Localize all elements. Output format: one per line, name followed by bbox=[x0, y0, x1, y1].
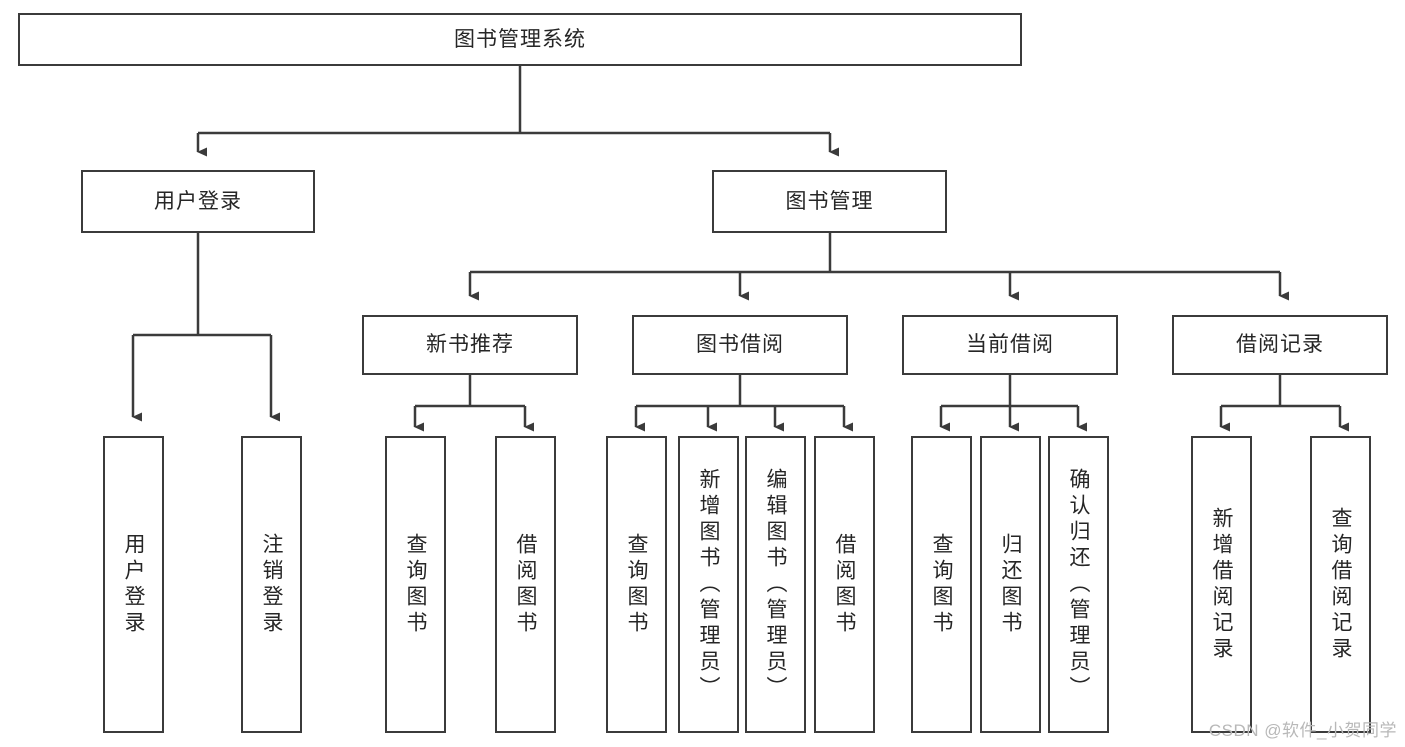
leaf-current-borrow-return[interactable]: 归还图书 bbox=[980, 436, 1041, 733]
node-label: 借阅图书 bbox=[514, 532, 537, 637]
leaf-borrow-record-query[interactable]: 查询借阅记录 bbox=[1310, 436, 1371, 733]
node-label: 用户登录 bbox=[122, 532, 145, 637]
node-label: 编辑图书（管理员） bbox=[764, 467, 787, 702]
node-borrow-record[interactable]: 借阅记录 bbox=[1172, 315, 1388, 375]
node-root-system[interactable]: 图书管理系统 bbox=[18, 13, 1022, 66]
node-label: 图书管理 bbox=[785, 189, 874, 213]
node-label: 新增借阅记录 bbox=[1210, 506, 1233, 663]
watermark-text: CSDN @软件_小贺同学 bbox=[1208, 721, 1397, 740]
node-label: 新书推荐 bbox=[426, 333, 514, 357]
leaf-book-borrow-query[interactable]: 查询图书 bbox=[606, 436, 667, 733]
node-label: 注销登录 bbox=[260, 532, 283, 637]
node-label: 借阅图书 bbox=[833, 532, 856, 637]
leaf-book-borrow-borrow[interactable]: 借阅图书 bbox=[814, 436, 875, 733]
node-label: 查询图书 bbox=[404, 532, 427, 637]
leaf-book-borrow-edit[interactable]: 编辑图书（管理员） bbox=[745, 436, 806, 733]
leaf-user-login-login[interactable]: 用户登录 bbox=[103, 436, 164, 733]
node-label: 新增图书（管理员） bbox=[697, 467, 720, 702]
node-label: 查询图书 bbox=[625, 532, 648, 637]
leaf-borrow-record-add[interactable]: 新增借阅记录 bbox=[1191, 436, 1252, 733]
node-label: 借阅记录 bbox=[1236, 333, 1324, 357]
node-label: 查询图书 bbox=[930, 532, 953, 637]
leaf-book-borrow-add[interactable]: 新增图书（管理员） bbox=[678, 436, 739, 733]
node-current-borrow[interactable]: 当前借阅 bbox=[902, 315, 1118, 375]
node-label: 当前借阅 bbox=[966, 333, 1054, 357]
node-label: 用户登录 bbox=[154, 189, 242, 213]
node-label: 查询借阅记录 bbox=[1329, 506, 1352, 663]
leaf-current-borrow-query[interactable]: 查询图书 bbox=[911, 436, 972, 733]
node-label: 图书管理系统 bbox=[454, 27, 586, 51]
node-book-borrow[interactable]: 图书借阅 bbox=[632, 315, 848, 375]
node-new-book-recommend[interactable]: 新书推荐 bbox=[362, 315, 578, 375]
leaf-new-book-query[interactable]: 查询图书 bbox=[385, 436, 446, 733]
leaf-current-borrow-confirm-return[interactable]: 确认归还（管理员） bbox=[1048, 436, 1109, 733]
leaf-user-login-logout[interactable]: 注销登录 bbox=[241, 436, 302, 733]
node-user-login[interactable]: 用户登录 bbox=[81, 170, 315, 233]
node-label: 归还图书 bbox=[999, 532, 1022, 637]
node-book-management[interactable]: 图书管理 bbox=[712, 170, 947, 233]
node-label: 确认归还（管理员） bbox=[1067, 467, 1090, 702]
leaf-new-book-borrow[interactable]: 借阅图书 bbox=[495, 436, 556, 733]
node-label: 图书借阅 bbox=[696, 333, 784, 357]
